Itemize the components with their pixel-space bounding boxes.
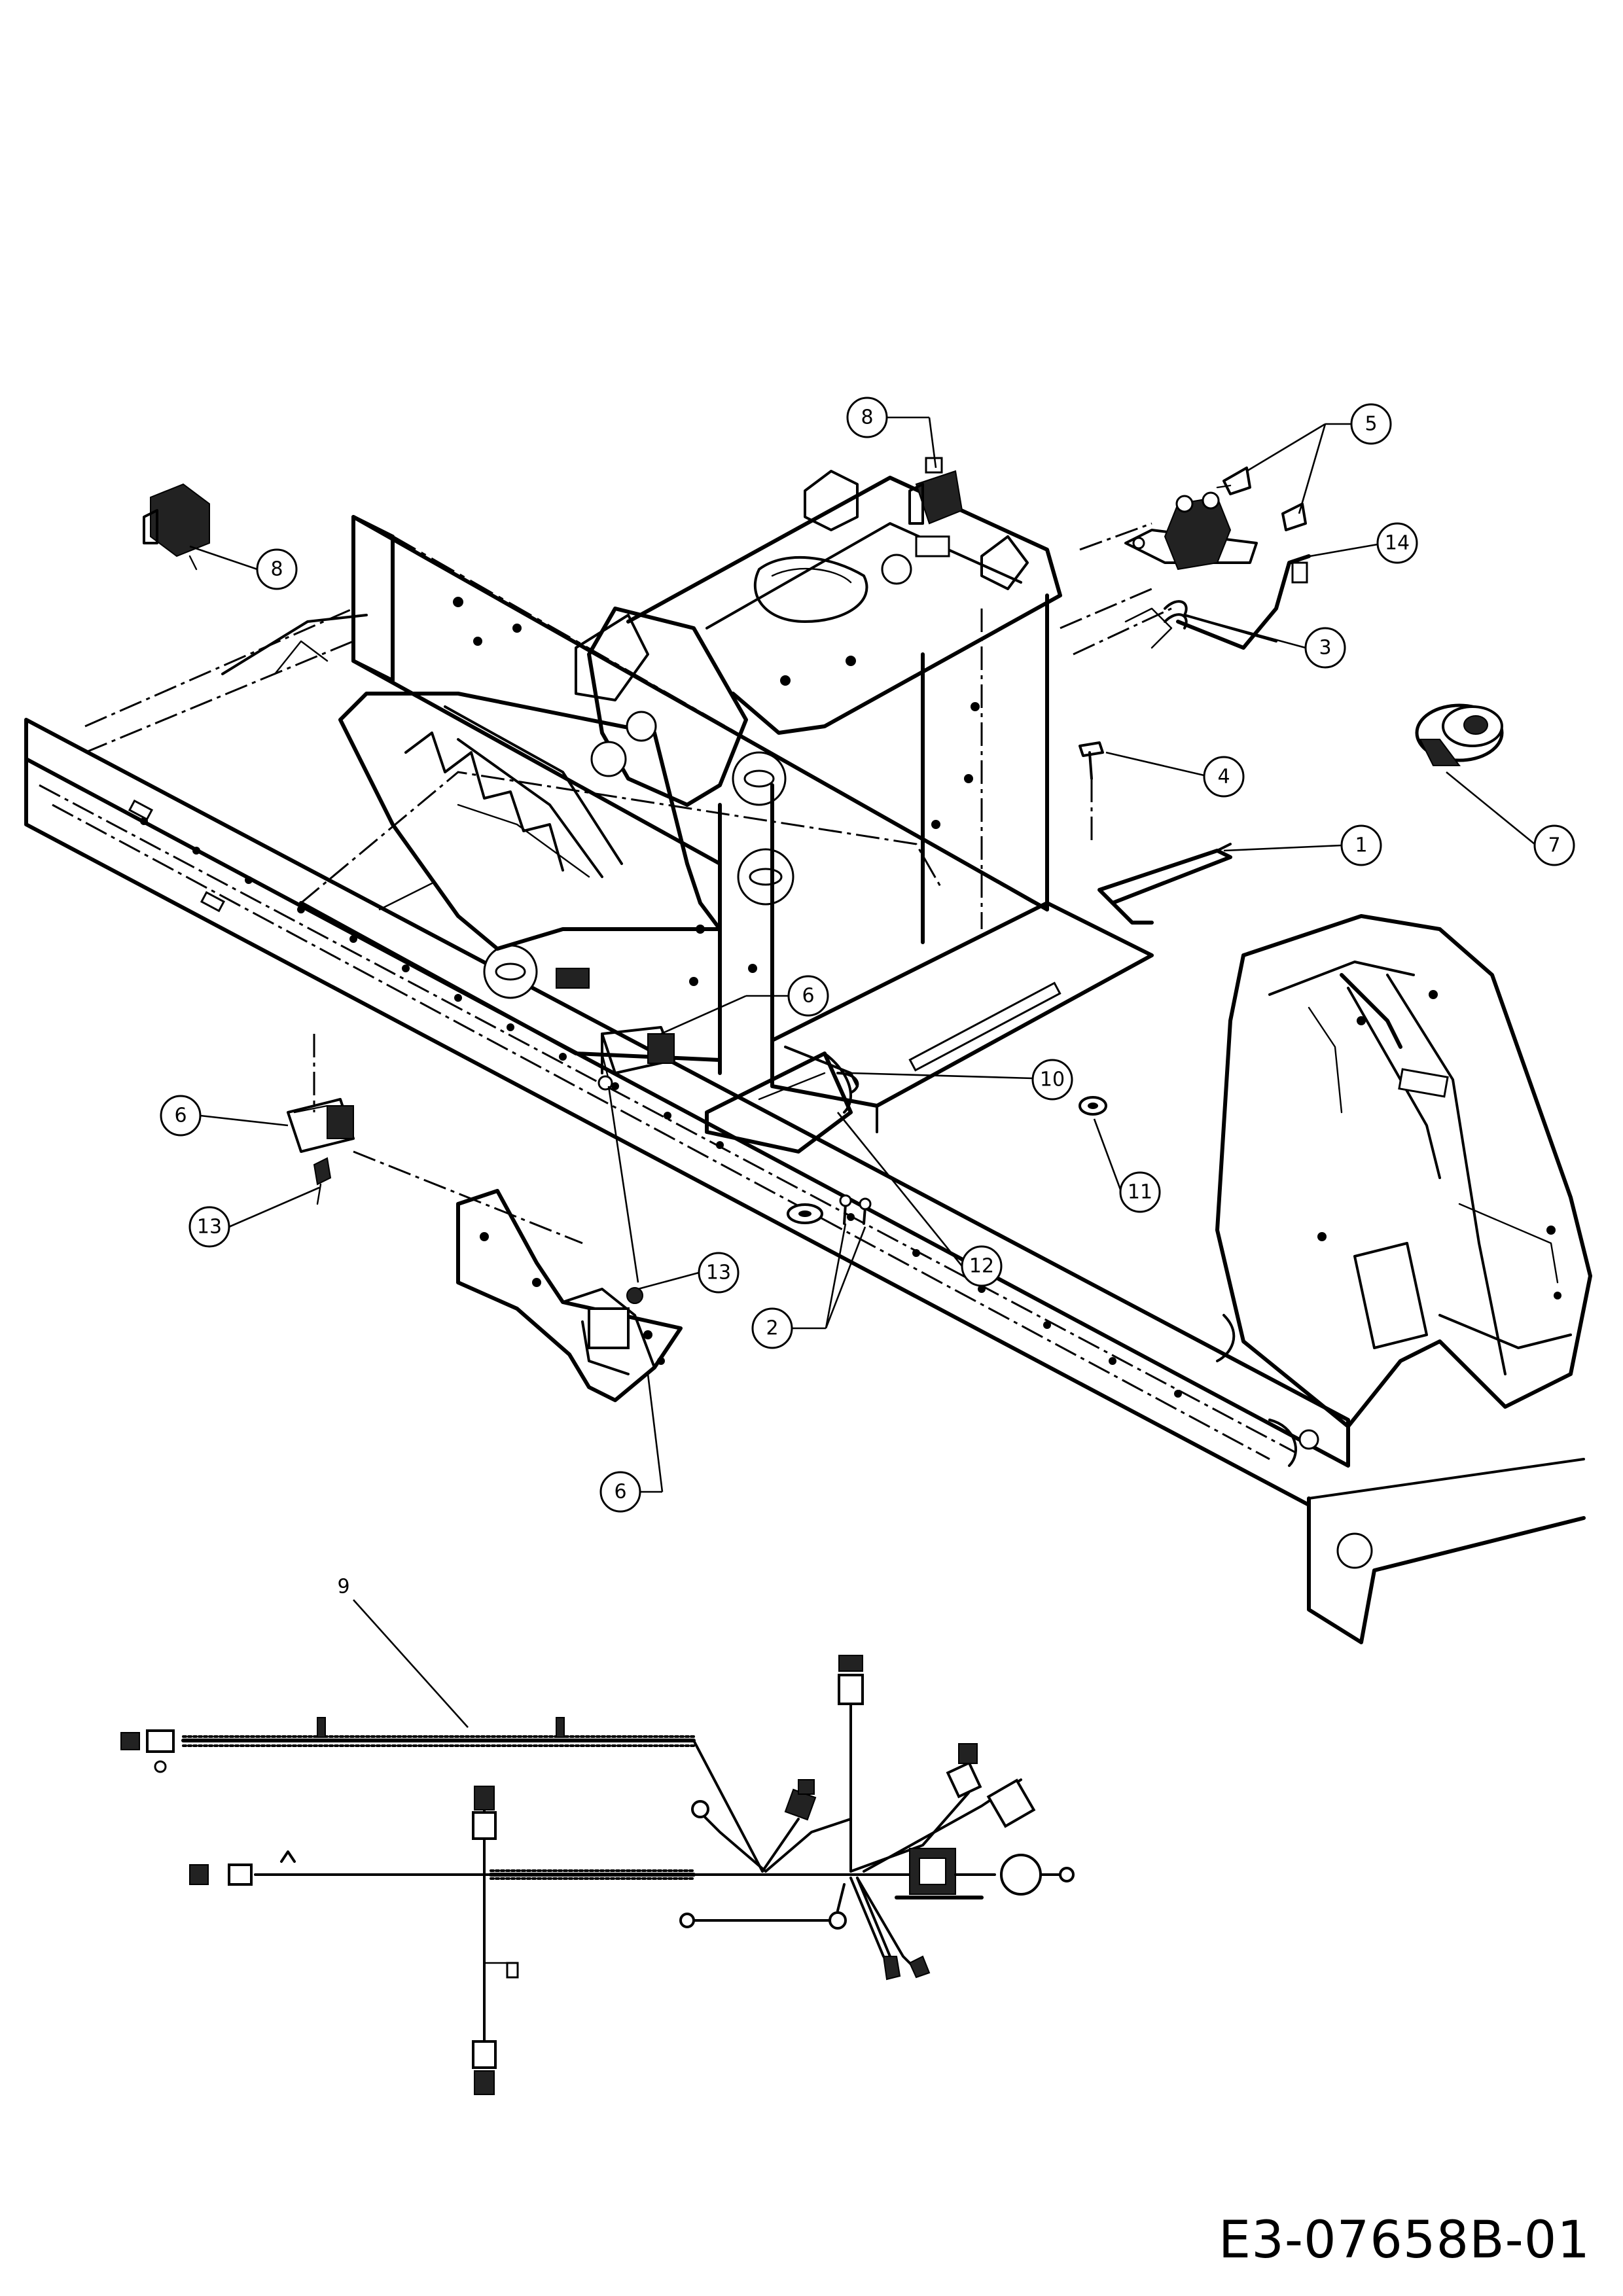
callout-leaders: [189, 416, 1535, 1493]
svg-text:6: 6: [174, 1104, 187, 1127]
part-3-rod: [1060, 522, 1311, 656]
callout-12: 12: [961, 1245, 1003, 1287]
callout-14: 14: [1376, 522, 1418, 564]
frame-center-plate: [299, 751, 944, 1062]
svg-text:4: 4: [1217, 766, 1230, 788]
svg-text:8: 8: [861, 406, 873, 429]
callout-10: 10: [1031, 1059, 1073, 1101]
callout-8-top: 8: [846, 397, 888, 438]
part-13-screw-left: [313, 1157, 332, 1205]
part-5-screws: [1216, 467, 1307, 531]
svg-text:8: 8: [270, 558, 283, 581]
svg-text:13: 13: [706, 1262, 731, 1284]
svg-text:12: 12: [969, 1255, 994, 1278]
part-8-switch-top: [908, 457, 963, 525]
switch-bracket: [456, 1189, 683, 1402]
svg-text:14: 14: [1385, 532, 1410, 555]
cross-bracket: [705, 901, 1154, 1154]
part-2-pins: [787, 1194, 872, 1225]
part-11-washer: [1079, 1096, 1107, 1116]
leader-9: [353, 1599, 469, 1728]
part-7-knob: [1415, 703, 1504, 766]
callout-6-frame: 6: [787, 975, 829, 1017]
callout-7: 7: [1533, 824, 1575, 866]
part-1-lever: [1097, 843, 1232, 925]
callout-8-left: 8: [256, 548, 298, 590]
harness-label-9: 9: [337, 1576, 349, 1598]
callout-13-left: 13: [188, 1206, 230, 1248]
svg-text:3: 3: [1319, 637, 1331, 660]
svg-text:1: 1: [1355, 834, 1367, 857]
callout-5: 5: [1350, 403, 1392, 445]
svg-text:6: 6: [802, 985, 814, 1008]
callout-11: 11: [1119, 1171, 1161, 1213]
front-axle-mount: [1215, 914, 1592, 1644]
frame-side-rail: [24, 718, 1350, 1507]
part-6-connector-left: [287, 1098, 355, 1153]
callout-6-left: 6: [160, 1095, 202, 1137]
svg-text:11: 11: [1128, 1181, 1152, 1204]
callout-6-bracket: 6: [599, 1471, 641, 1513]
svg-text:10: 10: [1040, 1069, 1065, 1091]
part-6-connector-frame: [601, 1026, 675, 1074]
callout-13-bracket: 13: [698, 1252, 740, 1294]
callout-3: 3: [1304, 627, 1346, 669]
svg-text:6: 6: [614, 1481, 626, 1504]
callout-1: 1: [1340, 824, 1382, 866]
callout-4: 4: [1203, 756, 1245, 798]
svg-text:7: 7: [1548, 834, 1560, 857]
svg-text:5: 5: [1364, 413, 1377, 436]
document-code: E3-07658B-01: [1218, 2211, 1590, 2270]
assembly-line-left-2: [353, 1150, 583, 1245]
part-8-seat-switch-left: [143, 483, 210, 571]
svg-text:13: 13: [197, 1216, 222, 1239]
seat-pivot-plate: [338, 692, 722, 951]
wiring-harness: [120, 1655, 1075, 2095]
part-4-pin: [1079, 741, 1104, 844]
part-solenoid: [1124, 491, 1258, 571]
svg-text:2: 2: [766, 1317, 778, 1340]
callout-2: 2: [751, 1307, 793, 1349]
dash-housing: [575, 470, 1062, 1075]
